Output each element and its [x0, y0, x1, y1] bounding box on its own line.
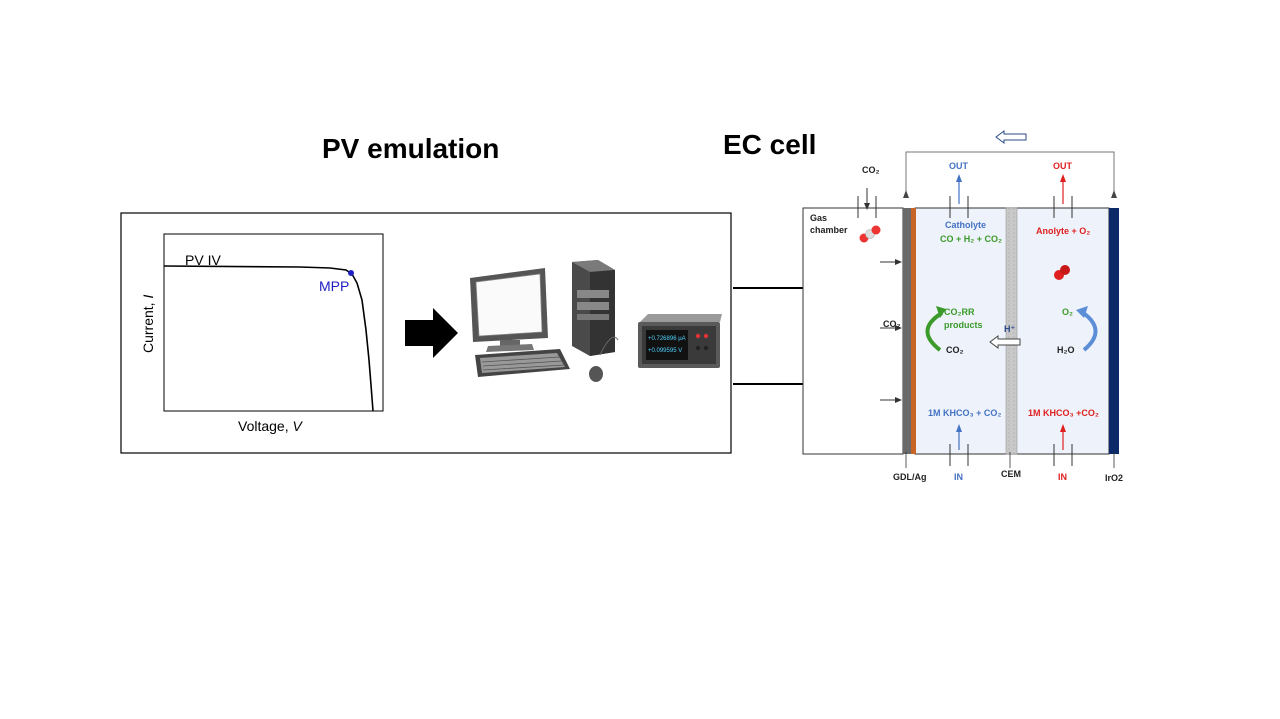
- mpp-point: [348, 270, 354, 276]
- proton-arrow-icon: [989, 335, 1021, 349]
- ec-cell-title: EC cell: [723, 129, 817, 160]
- iro2-label: IrO2: [1105, 473, 1123, 483]
- o2-label: O₂: [1062, 307, 1073, 317]
- pv-emulation-title: PV emulation: [322, 133, 500, 164]
- catholyte-label: Catholyte: [945, 220, 986, 230]
- h2o-label: H₂O: [1057, 345, 1075, 355]
- co2-side-label: CO₂: [883, 319, 901, 329]
- gdl-layer: [903, 208, 911, 454]
- co2-molecule-icon: [859, 225, 881, 243]
- anolyte-label: Anolyte + O₂: [1036, 226, 1090, 236]
- x-axis-label: Voltage, V: [238, 418, 304, 434]
- ag-electrode: [911, 208, 916, 454]
- cem-label: CEM: [1001, 469, 1021, 479]
- catholyte-products-label: CO + H₂ + CO₂: [940, 234, 1002, 244]
- co2-loop-label: CO₂: [946, 345, 964, 355]
- oer-loop-arrow: [1080, 310, 1098, 352]
- y-axis-label: Current, I: [140, 295, 156, 353]
- recirculation-arrow-icon: [995, 130, 1027, 144]
- catholyte-out-label: OUT: [949, 161, 969, 171]
- mouse-icon: [589, 336, 619, 382]
- anolyte-in-label: IN: [1058, 472, 1067, 482]
- proton-label: H⁺: [1004, 324, 1015, 334]
- gas-chamber-label-2: chamber: [810, 225, 848, 235]
- co2rr-loop-arrow: [925, 311, 944, 352]
- meter-reading-voltage: +0.099595 V: [648, 348, 682, 354]
- computer-tower-icon: [572, 260, 615, 356]
- iv-plot-frame: [163, 233, 384, 412]
- computer-monitor-icon: [470, 268, 548, 352]
- catholyte-inlet-label: 1M KHCO₃ + CO₂: [928, 408, 1001, 418]
- gas-chamber-box: [802, 207, 904, 455]
- catholyte-in-label: IN: [954, 472, 963, 482]
- gdl-label: GDL/Ag: [893, 472, 927, 482]
- anolyte-inlet-label: 1M KHCO₃ +CO₂: [1028, 408, 1099, 418]
- meter-reading-current: +0.726896 µA: [648, 336, 686, 342]
- co2rr-products-label: products: [944, 320, 983, 330]
- co2-top-label: CO₂: [862, 165, 880, 175]
- iv-curve: [163, 265, 374, 412]
- source-meter-icon: +0.726896 µA +0.099595 V: [638, 314, 722, 368]
- anolyte-out-label: OUT: [1053, 161, 1073, 171]
- pv-emulation-box: [120, 212, 732, 454]
- o2-molecule-icon: [1054, 265, 1070, 280]
- recirculation-loop: [905, 151, 1115, 196]
- cem-membrane: [1005, 207, 1018, 455]
- gas-chamber-label-1: Gas: [810, 213, 827, 223]
- co2rr-label: CO₂RR: [944, 307, 975, 317]
- mpp-label: MPP: [319, 278, 349, 294]
- flow-arrow-icon: [405, 308, 458, 358]
- keyboard-icon: [475, 349, 570, 377]
- pv-iv-label: PV IV: [185, 252, 221, 268]
- iro2-electrode: [1109, 208, 1119, 454]
